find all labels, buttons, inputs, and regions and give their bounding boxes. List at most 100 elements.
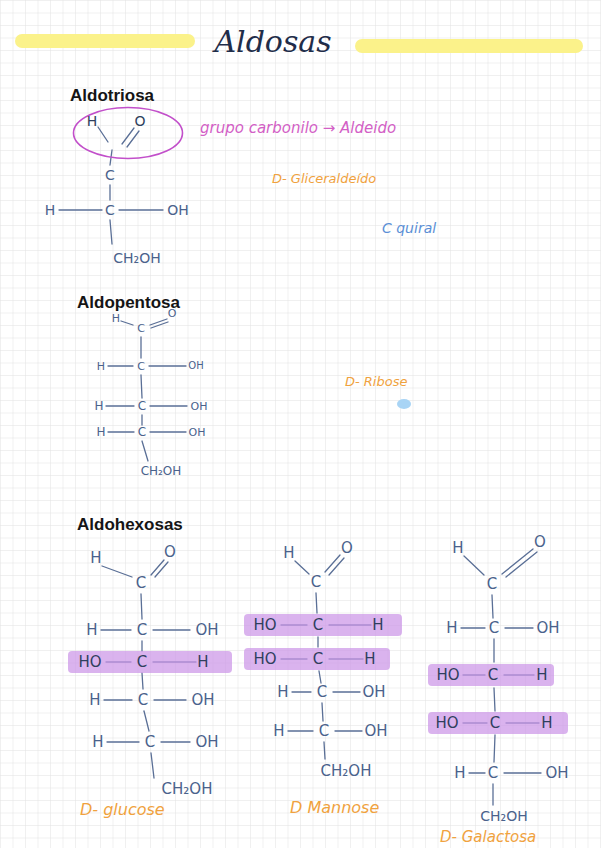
bond-line xyxy=(469,772,485,773)
handwritten-note: grupo carbonilo → Aldeido xyxy=(200,121,396,136)
atom-label: C xyxy=(136,576,146,591)
bond-line xyxy=(144,711,149,731)
bond-line xyxy=(108,431,134,432)
atom-label: OH xyxy=(195,735,218,750)
bond-line xyxy=(151,560,164,575)
atom-label: O xyxy=(164,545,176,560)
bond-line xyxy=(288,730,313,731)
blue-dot xyxy=(397,399,411,409)
bond-line xyxy=(110,220,112,244)
handwritten-note: D Mannose xyxy=(290,800,379,816)
atom-label: C xyxy=(137,623,147,638)
atom-label: H xyxy=(89,693,100,708)
bond-line xyxy=(141,375,142,398)
bond-line xyxy=(127,131,139,147)
atom-label: O xyxy=(134,114,145,128)
bond-line xyxy=(492,784,493,805)
atom-label: H xyxy=(454,766,465,781)
bond-line xyxy=(149,365,186,366)
bond-line xyxy=(295,561,309,574)
bond-line xyxy=(141,594,142,619)
atom-label: C xyxy=(137,361,145,372)
atom-label: H xyxy=(87,114,98,128)
atom-label: CH₂OH xyxy=(321,764,372,779)
atom-label: H xyxy=(92,735,103,750)
bond-line xyxy=(142,673,143,689)
bond-lines xyxy=(59,127,541,805)
handwritten-note: D- Gliceraldeído xyxy=(272,172,376,185)
bond-line xyxy=(325,555,340,572)
bond-line xyxy=(106,405,134,406)
atom-label: CH₂OH xyxy=(113,251,160,265)
bond-line xyxy=(292,691,311,692)
highlight-band: HOCH xyxy=(68,651,232,673)
atom-label: H xyxy=(283,546,294,561)
atom-label: H xyxy=(372,618,383,633)
bond-line xyxy=(492,595,493,618)
atom-label: C xyxy=(105,203,115,217)
bond-line xyxy=(154,699,186,700)
bond-line xyxy=(109,185,110,200)
bond-line xyxy=(505,627,533,628)
bond-line xyxy=(324,742,325,759)
bond-line xyxy=(108,365,133,366)
atom-label: H xyxy=(197,655,208,670)
atom-label: C xyxy=(317,685,327,700)
bond-line xyxy=(493,639,494,662)
atom-label: OH xyxy=(191,693,214,708)
section-heading: Aldohexosas xyxy=(77,516,183,533)
atom-label: H xyxy=(94,400,103,412)
atom-label: C xyxy=(487,577,497,592)
bond-line xyxy=(494,688,495,711)
bond-line xyxy=(121,321,133,325)
atom-label: H xyxy=(452,541,463,556)
atom-label: H xyxy=(273,724,284,739)
atom-label: H xyxy=(277,685,288,700)
bond-line xyxy=(316,593,317,613)
bond-line xyxy=(506,552,537,577)
bond-line xyxy=(104,699,132,700)
atom-label: OH xyxy=(191,401,208,412)
bond-line xyxy=(153,629,190,630)
atom-label: C xyxy=(488,668,498,683)
bond-line xyxy=(151,753,154,778)
bond-line xyxy=(461,627,485,628)
bond-line xyxy=(122,128,134,144)
bond-line xyxy=(464,556,484,575)
atom-label: C xyxy=(145,735,155,750)
atom-label: OH xyxy=(362,685,385,700)
atom-label: OH xyxy=(195,623,218,638)
bond-line xyxy=(329,558,344,575)
bond-line xyxy=(494,735,495,762)
atom-label: C xyxy=(137,655,147,670)
atom-label: C xyxy=(313,618,323,633)
atom-label: OH xyxy=(364,724,387,739)
atom-label: HO xyxy=(436,668,459,683)
atom-label: C xyxy=(105,168,115,182)
bond-line xyxy=(317,637,318,647)
atom-label: O xyxy=(168,308,177,319)
handwritten-note: C quiral xyxy=(382,221,436,235)
bond-line xyxy=(107,741,139,742)
atom-label: C xyxy=(138,400,146,412)
handwritten-note: D- Ribose xyxy=(345,375,407,388)
atom-label: H xyxy=(90,551,101,566)
atom-label: OH xyxy=(189,427,206,438)
atom-label: C xyxy=(138,693,148,708)
atom-label: C xyxy=(138,426,146,438)
atom-label: CH₂OH xyxy=(162,782,213,797)
atom-label: CH₂OH xyxy=(141,465,182,477)
bond-line xyxy=(142,441,148,461)
atom-label: O xyxy=(534,535,546,550)
highlight-band: HOCH xyxy=(244,648,390,670)
atom-label: C xyxy=(137,323,145,334)
bond-line xyxy=(150,405,187,406)
bond-line xyxy=(319,671,321,683)
bond-line xyxy=(141,415,142,425)
section-heading: Aldotriosa xyxy=(70,87,154,104)
carbonyl-circle: HO xyxy=(72,106,184,160)
title-highlight xyxy=(22,34,188,48)
atom-label: OH xyxy=(545,766,568,781)
bond-line xyxy=(59,209,102,210)
bond-line xyxy=(151,322,168,328)
